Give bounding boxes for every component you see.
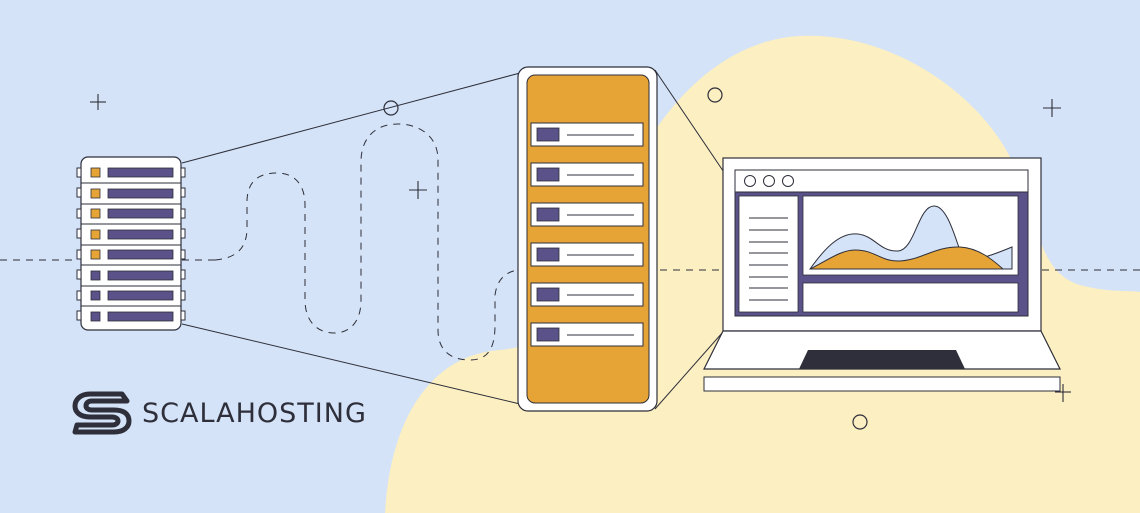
laptop: [703, 157, 1061, 392]
info-panel: [802, 282, 1019, 313]
circle-icon: [707, 87, 723, 103]
server-slot: [530, 282, 644, 307]
dashed-connector-path: [214, 123, 519, 361]
circle-icon: [383, 100, 399, 116]
circle-icon: [852, 414, 868, 430]
sidebar-lines: [749, 217, 788, 301]
brand-logo: SCALAHOSTING: [72, 390, 367, 436]
server-slot: [530, 202, 644, 227]
scala-s-logo-icon: [72, 391, 132, 435]
led-purple: [90, 270, 101, 281]
led-purple: [90, 290, 101, 301]
dashed-guide-lines: [0, 259, 1140, 271]
server-slot: [530, 242, 644, 267]
server-slots: [530, 122, 644, 347]
led-orange: [90, 208, 101, 219]
area-chart: [809, 205, 1013, 270]
plus-icon: [409, 181, 427, 199]
sparkle-marks: [90, 94, 1071, 402]
server-rack-small: [76, 156, 186, 331]
trackpad: [799, 350, 965, 369]
server-zoomed: [517, 66, 658, 412]
plus-icon: [90, 94, 106, 110]
plus-icon: [1055, 384, 1071, 402]
decorative-circles: [383, 87, 868, 430]
led-orange: [90, 249, 101, 260]
server-slot: [530, 122, 644, 147]
window-control-dots: [744, 175, 794, 187]
dashboard-sidebar: [738, 195, 799, 313]
brand-name: SCALAHOSTING: [142, 397, 367, 429]
window-dot-icon: [782, 175, 794, 187]
led-orange: [90, 229, 101, 240]
chart-series-orange: [809, 246, 1005, 270]
window-dot-icon: [744, 175, 756, 187]
laptop-front-edge: [703, 376, 1061, 392]
led-orange: [90, 167, 101, 178]
led-purple: [90, 311, 101, 322]
zoom-projection-lines: [181, 69, 739, 410]
server-slot: [530, 322, 644, 347]
led-orange: [90, 188, 101, 199]
window-dot-icon: [763, 175, 775, 187]
plus-icon: [1043, 99, 1061, 117]
server-slot: [530, 162, 644, 187]
